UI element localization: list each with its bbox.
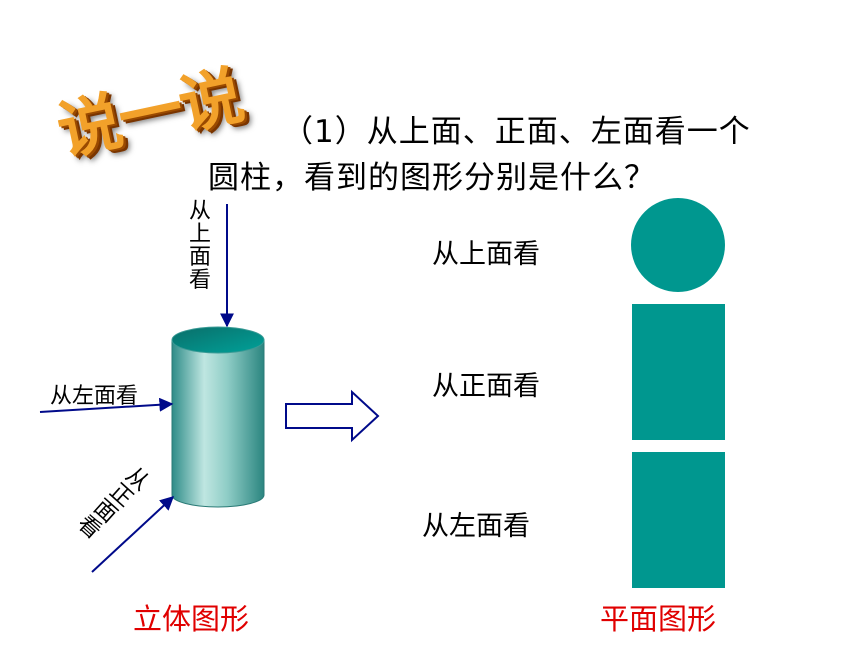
caption-solid-figure: 立体图形 — [133, 602, 250, 636]
cylinder-solid — [171, 326, 265, 508]
question-line-1: （1）从上面、正面、左面看一个 — [282, 114, 751, 150]
view-label-front: 从正面看 — [432, 371, 540, 402]
caption-plane-figure: 平面图形 — [600, 602, 717, 636]
label-from-top: 从 上 面 看 — [188, 199, 211, 293]
question-line-2: 圆柱，看到的图形分别是什么？ — [208, 160, 656, 196]
arrow-from-left — [39, 397, 174, 413]
top-view-circle — [631, 198, 725, 292]
label-from-left: 从左面看 — [50, 384, 139, 409]
transform-arrow-icon — [285, 389, 380, 443]
view-label-left: 从左面看 — [422, 511, 530, 542]
front-view-rectangle — [632, 304, 725, 440]
left-view-rectangle — [632, 452, 725, 588]
arrow-from-front — [91, 496, 175, 573]
view-label-top: 从上面看 — [432, 239, 540, 270]
